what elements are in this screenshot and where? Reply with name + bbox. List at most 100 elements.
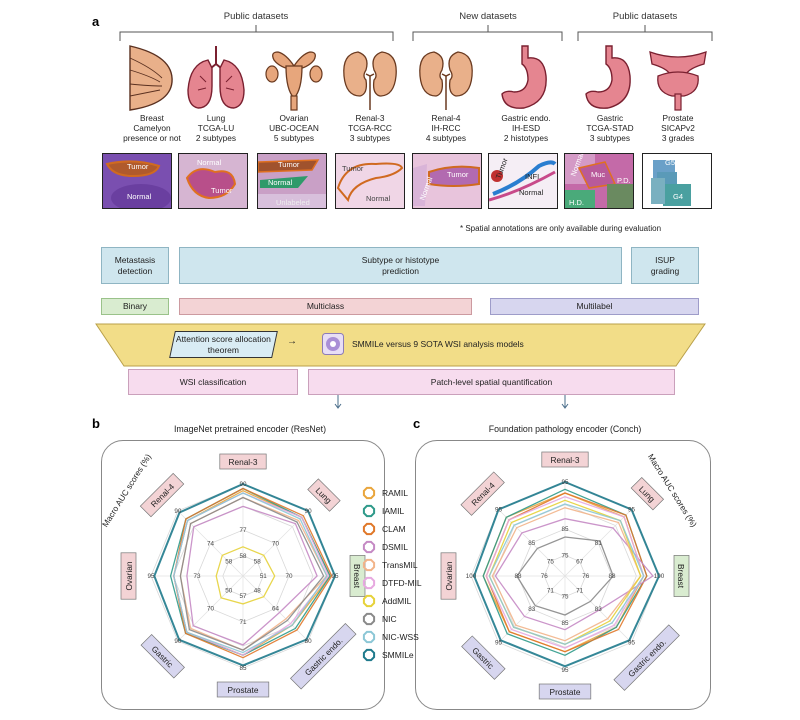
radar-c-axis-label-ovarian: Ovarian	[440, 552, 457, 600]
prostate-icon	[649, 51, 707, 111]
radar-c-tick-label: 85	[561, 620, 569, 627]
radar-b-tick-label: 48	[254, 587, 262, 594]
group-label-new: New datasets	[459, 11, 517, 22]
legend-octagon-icon	[362, 630, 376, 643]
radar-c-tick-label: 88	[514, 573, 522, 580]
theorem-arrow: →	[287, 336, 297, 347]
radar-b-tick-label: 58	[239, 553, 247, 560]
radar-c-tick-label: 95	[628, 507, 636, 514]
annotation-note: * Spatial annotations are only available…	[460, 224, 662, 233]
legend-label: IAMIL	[382, 505, 405, 516]
radar-c-tick-label: 85	[528, 540, 536, 547]
output-arrows	[334, 395, 569, 409]
stomach-icon	[501, 45, 547, 109]
radar-c-series-transmil	[491, 507, 642, 642]
svg-text:Ovarian: Ovarian	[124, 561, 134, 590]
breast-icon	[129, 45, 173, 111]
panel-b-letter: b	[92, 416, 100, 431]
label-multilabel: Multilabel	[490, 298, 699, 315]
radar-b-tick-label: 58	[254, 559, 262, 566]
radar-b-tick-label: 71	[239, 619, 247, 626]
task-subtype-prediction: Subtype or histotype prediction	[179, 247, 622, 284]
svg-text:Prostate: Prostate	[228, 685, 259, 695]
radar-b-tick-label: 80	[305, 638, 313, 645]
radar-b-tick-label: 74	[207, 541, 215, 548]
radar-b-tick-label: 77	[239, 527, 247, 534]
radar-b-series-nic	[179, 496, 325, 651]
legend-octagon-icon	[362, 558, 376, 571]
radar-b-tick-label: 95	[147, 573, 155, 580]
wsi-thumbnail-renal-3: Tumor Normal	[335, 153, 405, 209]
svg-text:Breast: Breast	[676, 564, 686, 589]
wsi-thumbnail-renal-4: Normal Tumor	[412, 153, 482, 209]
radar-b-frame	[101, 440, 385, 710]
radar-b-tick-label: 70	[272, 541, 280, 548]
legend-label: DTFD-MIL	[382, 577, 422, 588]
radar-b-tick-label: 64	[272, 606, 280, 613]
kidney-icon	[419, 51, 473, 110]
wsi-thumbnail-gastric-endo: Tumor INFI Normal	[488, 153, 558, 209]
radar-c-tick-label: 95	[628, 640, 636, 647]
radar-c-tick-label: 95	[561, 479, 569, 486]
legend-label: RAMIL	[382, 487, 408, 498]
radar-b-series-smmile	[153, 482, 337, 667]
radar-c-series-dtfd-mil	[485, 496, 645, 649]
radar-b-spoke	[177, 575, 244, 642]
radar-c-series-nic-wss	[488, 503, 645, 645]
radar-c-tick-label: 100	[466, 573, 477, 580]
radar-b-axis-label-lung: Lung	[307, 478, 341, 512]
comparison-text: SMMILe versus 9 SOTA WSI analysis models	[352, 339, 524, 349]
wsi-thumbnail-gastric: Normal Muc P.D. H.D.	[564, 153, 634, 209]
legend-label: NIC	[382, 613, 397, 624]
radar-b-tick-label: 85	[239, 665, 247, 672]
legend-label: AddMIL	[382, 595, 412, 606]
kidney-icon	[343, 51, 397, 110]
legend-label: CLAM	[382, 523, 406, 534]
radar-b-tick-label: 90	[174, 508, 182, 515]
radar-b-tick-label: 70	[207, 606, 215, 613]
legend-label: NIC-WSS	[382, 631, 419, 642]
svg-text:Renal-3: Renal-3	[228, 457, 257, 467]
radar-c-series-nic	[516, 536, 614, 616]
legend-item-smmile: SMMILe	[362, 646, 414, 663]
radar-c-axis-label-lung: Lung	[630, 476, 665, 511]
panel-a-letter: a	[92, 14, 100, 29]
radar-b-tick-label: 90	[239, 481, 247, 488]
radar-b-axis-label-breast: Breast	[349, 555, 366, 597]
radar-c-frame	[415, 440, 711, 710]
radar-c-tick-label: 76	[582, 573, 590, 580]
radar-c-series-dsmil	[494, 518, 654, 631]
radar-c-tick-label: 71	[547, 588, 555, 595]
radar-c-tick-label: 83	[528, 606, 536, 613]
panel-c-letter: c	[413, 416, 421, 431]
legend-item-dtfd-mil: DTFD-MIL	[362, 574, 422, 591]
group-label-public-1: Public datasets	[223, 11, 289, 22]
lung-icon	[187, 46, 245, 109]
legend-item-transmil: TransMIL	[362, 556, 418, 573]
radar-c-spoke	[498, 509, 566, 577]
task-metastasis-detection: Metastasis detection	[101, 247, 169, 284]
radar-c-axis-label-prostate: Prostate	[538, 683, 592, 700]
stomach-icon	[585, 45, 631, 109]
legend-item-clam: CLAM	[362, 520, 406, 537]
radar-c-tick-label: 95	[561, 667, 569, 674]
legend-octagon-icon	[362, 612, 376, 625]
radar-b-tick-label: 51	[260, 573, 268, 580]
radar-c-tick-label: 76	[541, 573, 549, 580]
radar-c-tick-label: 83	[595, 606, 603, 613]
legend-item-nic-wss: NIC-WSS	[362, 628, 419, 645]
radar-c-title: Foundation pathology encoder (Conch)	[488, 424, 642, 434]
legend-item-iamil: IAMIL	[362, 502, 404, 519]
task-isup-grading: ISUP grading	[631, 247, 699, 284]
radar-b-tick-label: 50	[225, 587, 233, 594]
radar-c-tick-label: 81	[595, 540, 603, 547]
radar-c-tick-label: 95	[495, 640, 503, 647]
legend-item-nic: NIC	[362, 610, 397, 627]
output-wsi-classification: WSI classification	[128, 369, 298, 395]
radar-c-tick-label: 95	[495, 507, 503, 514]
radar-c-tick-label: 85	[561, 526, 569, 533]
radar-b-series-addmil	[215, 546, 276, 605]
